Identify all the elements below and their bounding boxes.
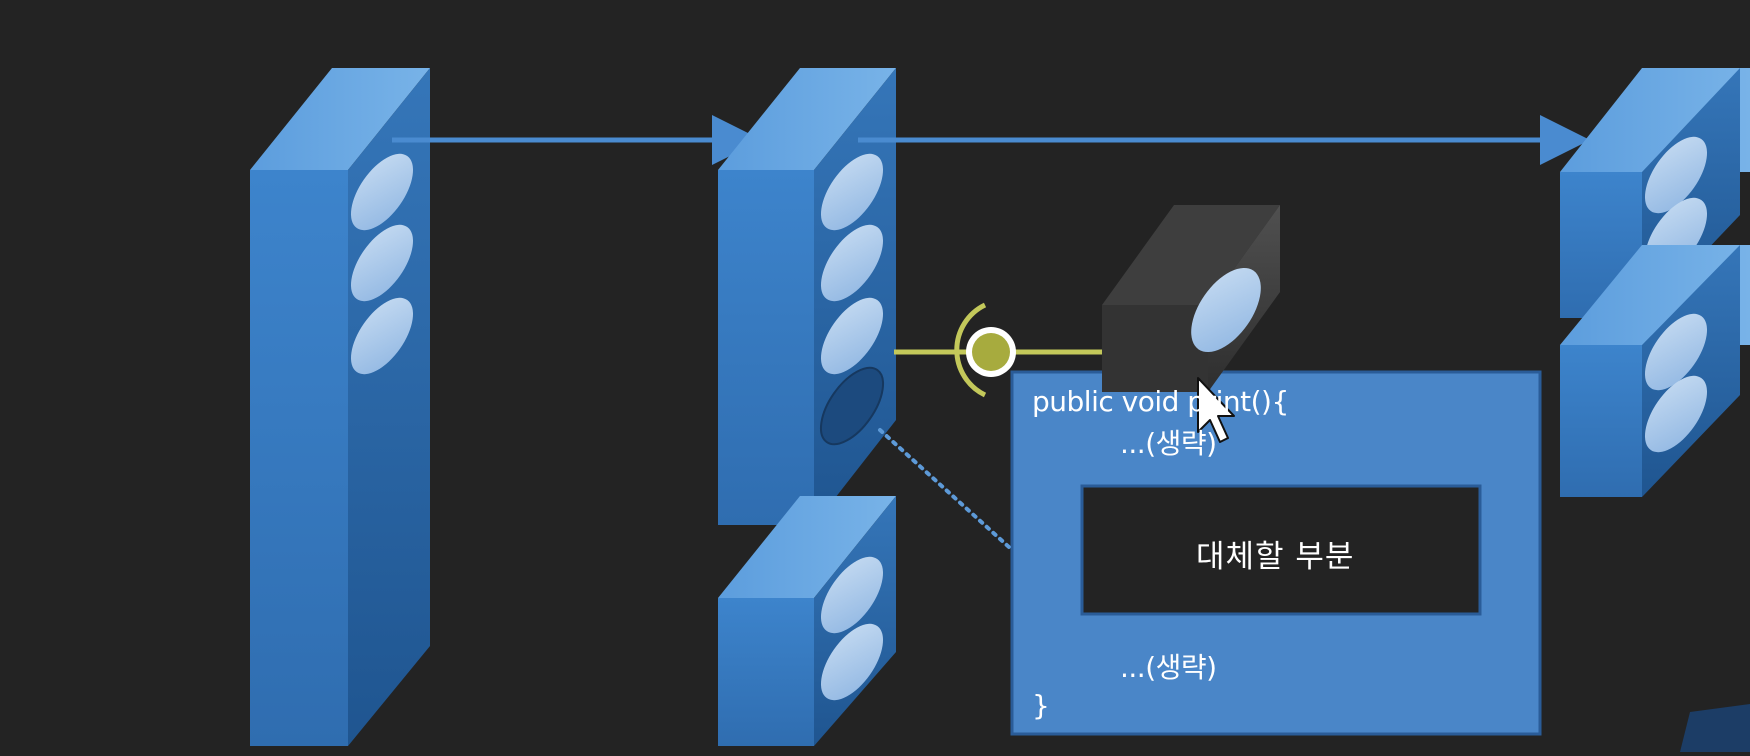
code-line-close-brace: } xyxy=(1032,689,1050,722)
socket-hole xyxy=(1191,267,1261,353)
code-line-omitted-top: ...(생략) xyxy=(1120,427,1217,460)
socket-hole xyxy=(820,623,884,701)
block-left xyxy=(250,68,430,746)
socket-hole xyxy=(820,556,884,634)
socket-hole xyxy=(820,153,884,231)
socket-hole xyxy=(350,224,414,302)
socket-hole xyxy=(820,224,884,302)
empty-socket-hole xyxy=(819,366,885,446)
socket-hole xyxy=(350,153,414,231)
dark-module xyxy=(1102,205,1280,392)
socket-hole xyxy=(1644,313,1708,391)
socket-hole xyxy=(350,297,414,375)
dotted-link xyxy=(878,428,1012,550)
block-middle-lower xyxy=(718,496,896,746)
code-line-signature: public void print(){ xyxy=(1032,385,1289,418)
socket-hole xyxy=(820,297,884,375)
block-right-lower xyxy=(1560,245,1750,497)
cursor-icon xyxy=(1197,377,1235,443)
corner-fragment xyxy=(1680,704,1750,752)
placeholder-box xyxy=(1080,484,1482,616)
socket-hole xyxy=(1644,375,1708,453)
socket-icon xyxy=(954,302,987,398)
placeholder-label: 대체할 부분 xyxy=(1196,539,1355,575)
block-middle xyxy=(718,68,896,525)
connector xyxy=(894,302,1110,398)
code-line-omitted-bottom: ...(생략) xyxy=(1120,651,1217,684)
socket-hole xyxy=(1644,136,1708,214)
